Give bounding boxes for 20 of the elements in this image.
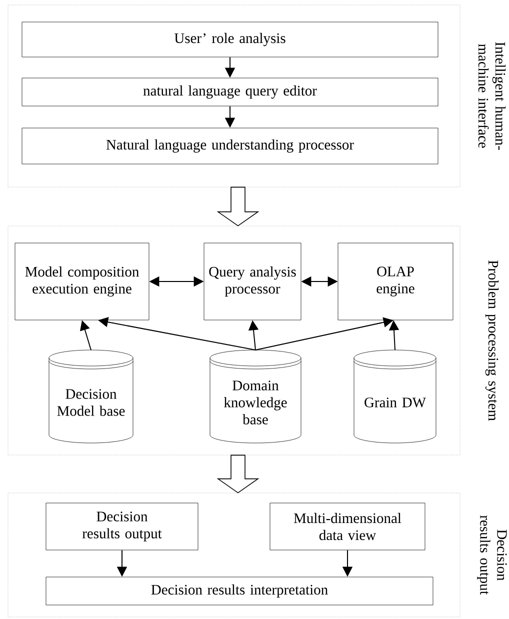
process-box: Natural language understanding processor [22, 128, 438, 164]
node-label: Decision Model base [57, 389, 125, 416]
node-label: Grain DW [364, 398, 426, 408]
block-arrow [216, 186, 260, 226]
database-cylinder: Grain DW [354, 350, 436, 444]
process-box: Decision results output [46, 502, 198, 550]
group-label: Decision results output [477, 515, 507, 595]
process-box: Query analysis processor [204, 242, 302, 320]
process-box: natural language query editor [22, 78, 438, 106]
block-arrow [216, 454, 260, 494]
process-box: OLAP engine [338, 242, 454, 320]
database-cylinder: Decision Model base [48, 350, 134, 444]
process-box: Decision results interpretation [46, 576, 434, 606]
group-label: Intelligent human-machine interface [478, 42, 506, 150]
node-label: Domain knowledge base [224, 380, 287, 424]
group-label: Problem processing system [485, 260, 499, 421]
database-cylinder: Domain knowledge base [210, 350, 302, 444]
process-box: User’ role analysis [22, 22, 438, 58]
process-box: Multi-dimensional data view [270, 502, 426, 550]
process-box: Model composition execution engine [14, 242, 150, 320]
